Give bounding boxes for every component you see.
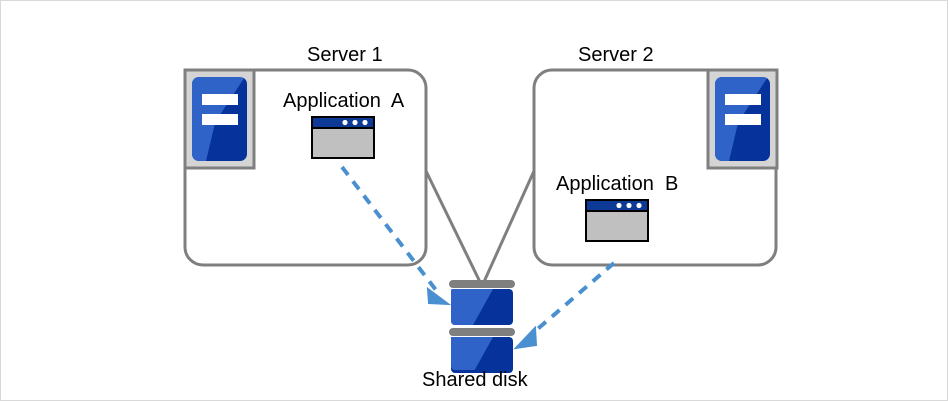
disk-unit-top-sheen <box>451 289 493 325</box>
application-a-window-icon <box>311 116 375 159</box>
server-2-icon-group <box>706 68 779 170</box>
shared-disk-label: Shared disk <box>422 369 528 391</box>
application-a-label: Application A <box>283 90 405 112</box>
window-dot <box>626 202 632 209</box>
appA-to-disk-access-arrow <box>340 165 452 306</box>
server-icon-bar-top <box>725 94 761 105</box>
server-icon-bar-top <box>202 94 238 105</box>
server2-to-disk-link <box>481 170 536 285</box>
window-dot <box>352 119 358 126</box>
application-b-window-icon <box>585 199 649 242</box>
window-dot <box>636 202 642 209</box>
window-dot <box>362 119 368 126</box>
server-1-label: Server 1 <box>307 44 383 66</box>
server-1-icon-group <box>183 68 256 170</box>
shared-disk-icon <box>449 280 515 373</box>
appB-to-disk-access-arrow <box>513 261 616 350</box>
application-b-label: Application B <box>556 173 679 195</box>
server-icon-bar-bottom <box>725 114 761 125</box>
window-dot <box>616 202 622 209</box>
disk-bar-bottom <box>449 328 515 336</box>
disk-bar-top <box>449 280 515 288</box>
server-icon-bar-bottom <box>202 114 238 125</box>
server-2-label: Server 2 <box>578 44 654 66</box>
server1-to-disk-link <box>424 170 483 285</box>
disk-unit-bottom-sheen <box>451 337 493 370</box>
window-dot <box>342 119 348 126</box>
